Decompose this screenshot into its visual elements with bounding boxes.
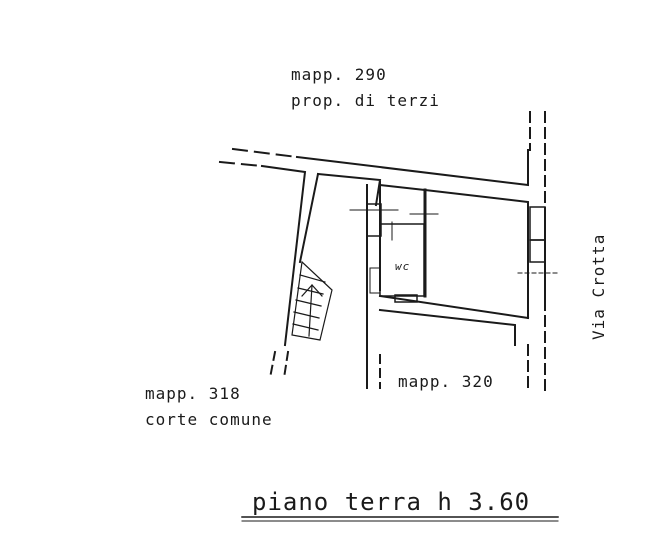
north-outer-wall <box>295 149 529 187</box>
cut-marks <box>349 209 559 274</box>
plan-title: piano terra h 3.60 <box>252 488 530 516</box>
label-street: Via Crotta <box>589 234 608 340</box>
label-south-parcel: mapp. 320 <box>398 372 494 391</box>
north-inner-wall <box>260 164 307 347</box>
north-boundary-dashed <box>218 147 299 168</box>
label-west-parcel: mapp. 318 <box>145 384 241 403</box>
west-wall-inner <box>316 172 382 207</box>
label-north-parcel: mapp. 290 <box>291 65 387 84</box>
label-west-use: corte comune <box>145 410 273 429</box>
staircase <box>291 261 333 341</box>
label-north-owner: prop. di terzi <box>291 91 440 110</box>
label-room-wc: wc <box>395 260 410 273</box>
